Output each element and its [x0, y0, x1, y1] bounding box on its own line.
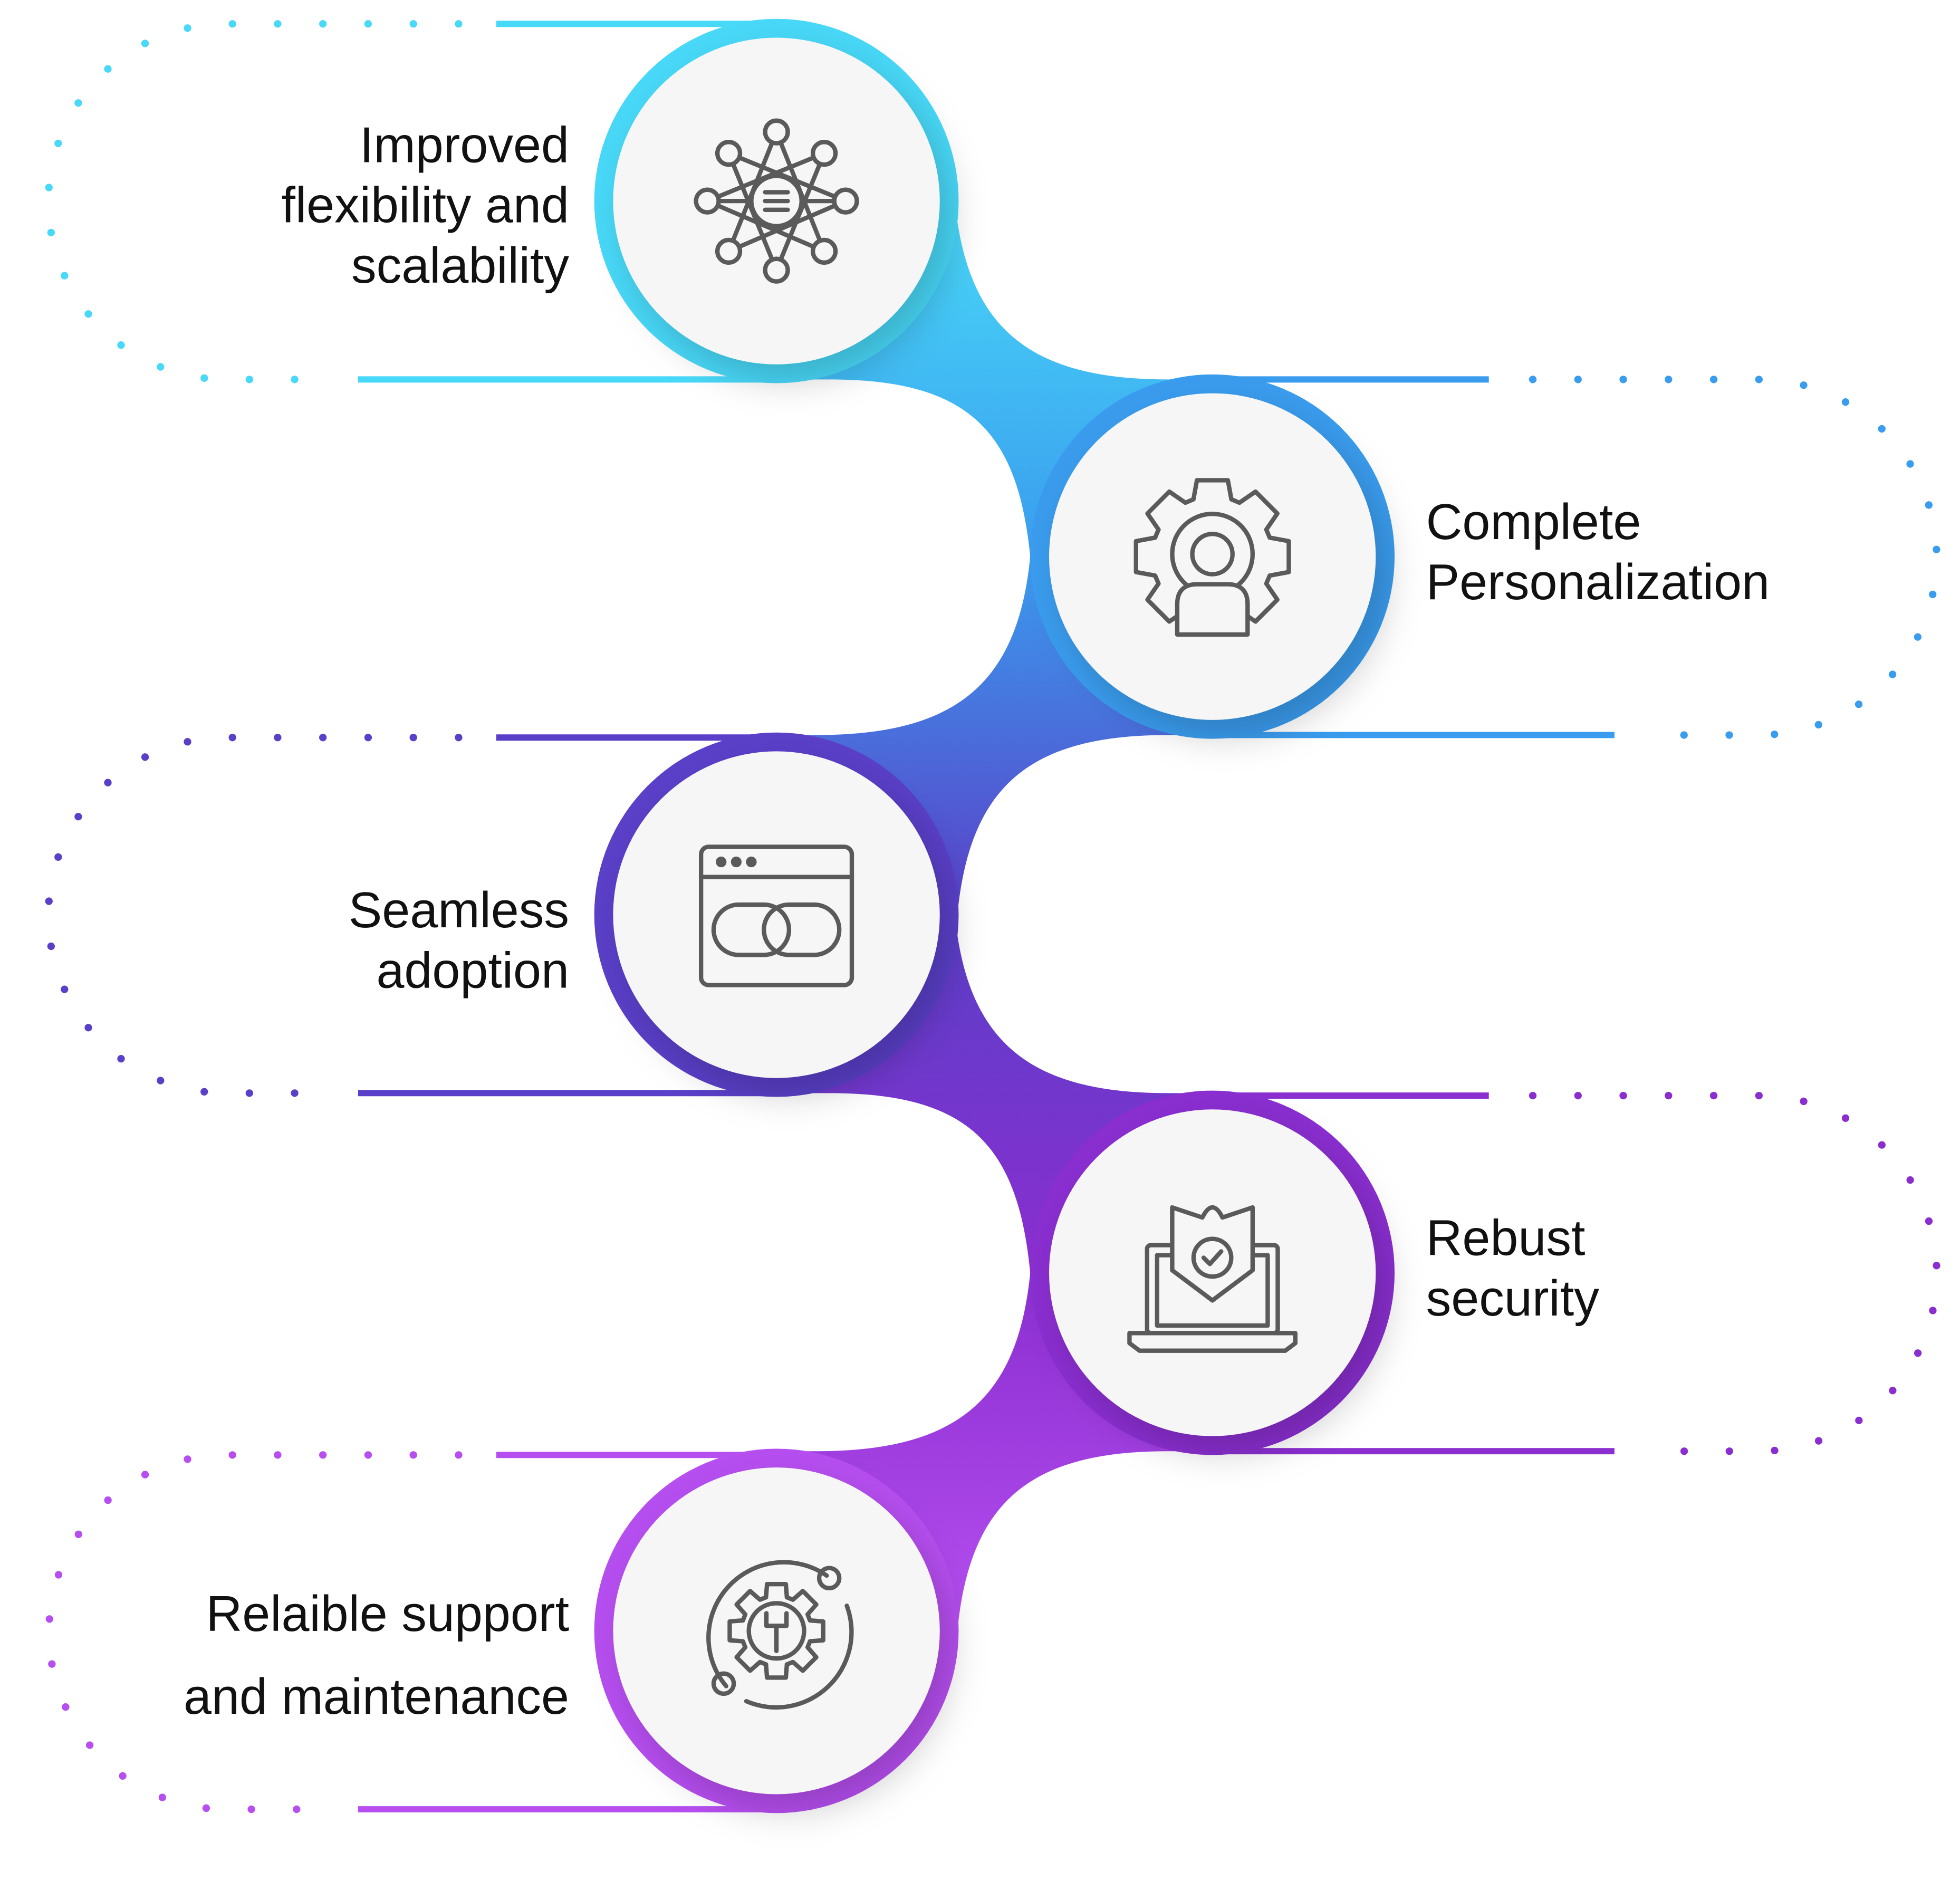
laptop-base [1127, 1331, 1298, 1353]
network-node [763, 256, 790, 284]
label-line: and maintenance [183, 1669, 570, 1725]
wrench [764, 1611, 789, 1654]
label-line: flexibility and [281, 178, 570, 234]
network-node [694, 187, 721, 215]
dotted-loop [44, 20, 463, 383]
label-line: Improved [359, 118, 570, 174]
label-security: Rebust security [1426, 1208, 1954, 1329]
label-line: Personalization [1426, 555, 1770, 611]
dotted-loop [44, 734, 463, 1097]
browser-dot [746, 856, 757, 868]
shield [1170, 1205, 1255, 1303]
label-line: Complete [1426, 495, 1641, 551]
network-node [715, 139, 743, 167]
dotted-loop [45, 1451, 463, 1813]
browser-frame [698, 844, 854, 987]
label-adoption: Seamless adoption [16, 881, 569, 1002]
network-icon [694, 118, 859, 284]
gear-inner [746, 1601, 806, 1661]
label-line: security [1426, 1271, 1599, 1327]
label-line: Relaible support [206, 1587, 570, 1643]
user-body [1175, 582, 1250, 637]
icon-circle-3 [613, 751, 940, 1078]
user-gear-icon [1133, 478, 1291, 637]
label-flexibility: Improved flexibility and scalability [16, 116, 570, 296]
orbit-node [711, 1671, 736, 1696]
network-node [810, 139, 838, 167]
label-line: scalability [351, 238, 570, 294]
network-node [715, 237, 743, 265]
browser-link-icon [698, 844, 854, 987]
laptop-shield-icon [1127, 1205, 1298, 1353]
label-line: Seamless [348, 883, 570, 939]
link-left [711, 902, 792, 957]
check-mark [1201, 1249, 1224, 1266]
network-node [763, 118, 790, 146]
label-line: Rebust [1426, 1211, 1586, 1267]
network-node [832, 187, 859, 215]
orbit-arc [744, 1604, 854, 1710]
network-node [810, 237, 838, 265]
browser-dot [731, 856, 742, 868]
gear-outline [727, 1582, 825, 1680]
gear-outline [1133, 478, 1291, 636]
label-support: Relaible support and maintenance [16, 1573, 569, 1739]
browser-dot [716, 856, 727, 868]
icon-circle-2 [1049, 393, 1376, 720]
orbit-arc [706, 1560, 829, 1688]
check-circle [1191, 1236, 1234, 1279]
wrench-gear-icon [706, 1560, 854, 1710]
label-personalization: Complete Personalization [1426, 493, 1954, 613]
label-line: adoption [376, 943, 570, 999]
orbit-node [816, 1566, 842, 1591]
user-head [1190, 532, 1235, 577]
link-right [762, 902, 842, 957]
